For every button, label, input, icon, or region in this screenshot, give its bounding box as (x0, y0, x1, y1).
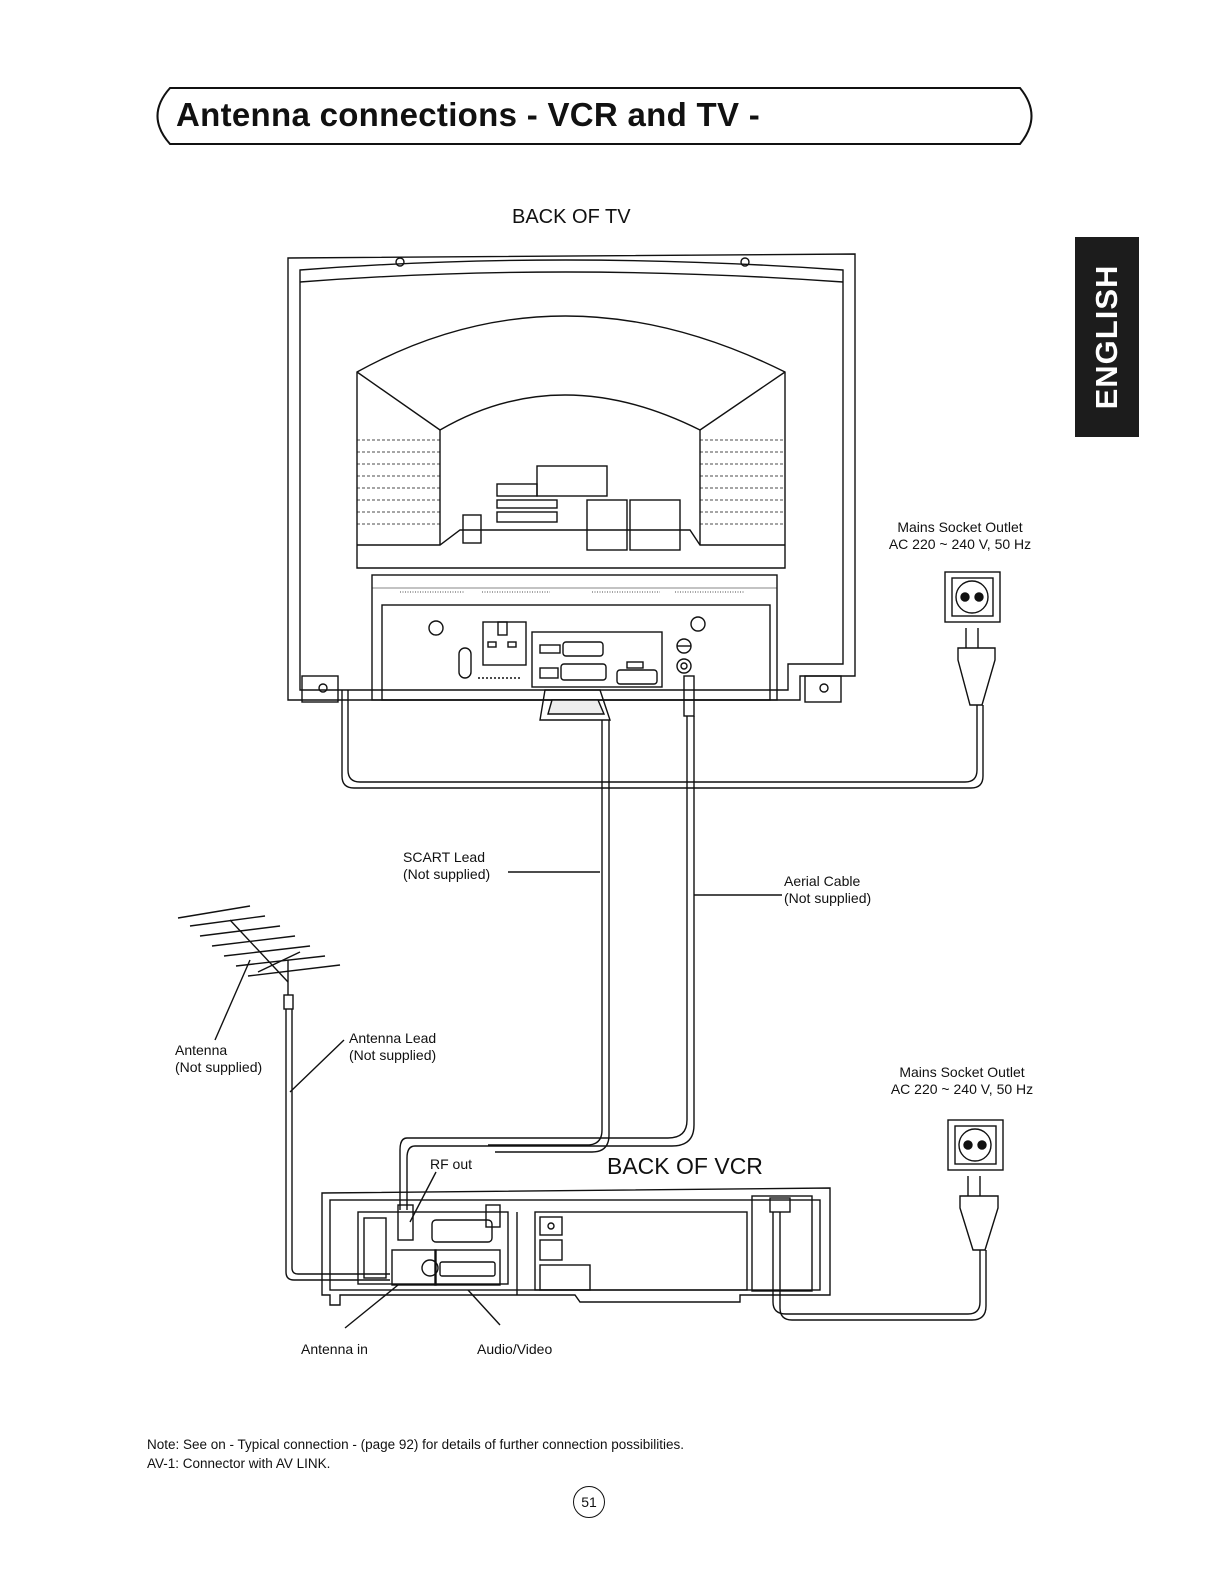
antenna-line2: (Not supplied) (175, 1059, 263, 1075)
scart-lead-line2: (Not supplied) (403, 866, 491, 882)
mains-socket-bottom (947, 1119, 1004, 1251)
antenna-lead-line2: (Not supplied) (349, 1047, 437, 1063)
mains-top-line2: AC 220 ~ 240 V, 50 Hz (888, 536, 1032, 552)
scart-lead-label: SCART Lead (Not supplied) (403, 849, 490, 883)
mains-top-label: Mains Socket Outlet AC 220 ~ 240 V, 50 H… (880, 519, 1040, 553)
antenna-lead-label: Antenna Lead (Not supplied) (349, 1030, 436, 1064)
antenna-in-label: Antenna in (301, 1341, 368, 1357)
antenna-line1: Antenna (175, 1042, 228, 1058)
aerial-cable-line1: Aerial Cable (784, 873, 861, 889)
page-title: Antenna connections - VCR and TV - (176, 96, 761, 133)
note-line-2: AV-1: Connector with AV LINK. (147, 1456, 331, 1471)
scart-lead-line1: SCART Lead (403, 849, 485, 865)
vcr-heading: BACK OF VCR (607, 1153, 763, 1179)
title-banner-frame (156, 87, 1033, 145)
mains-bottom-line2: AC 220 ~ 240 V, 50 Hz (890, 1081, 1034, 1097)
antenna-illustration (177, 905, 341, 1041)
mains-bottom-label: Mains Socket Outlet AC 220 ~ 240 V, 50 H… (882, 1064, 1042, 1098)
audio-video-label: Audio/Video (477, 1341, 553, 1357)
mains-top-line1: Mains Socket Outlet (897, 519, 1023, 535)
aerial-cable-label: Aerial Cable (Not supplied) (784, 873, 871, 907)
mains-bottom-line1: Mains Socket Outlet (899, 1064, 1025, 1080)
note-line-1: Note: See on - Typical connection - (pag… (147, 1437, 685, 1452)
antenna-lead-line1: Antenna Lead (349, 1030, 437, 1046)
vcr-back-illustration (321, 1187, 831, 1306)
rf-out-label: RF out (430, 1156, 473, 1172)
tv-back-illustration (287, 253, 856, 703)
page-number: 51 (573, 1486, 605, 1518)
mains-socket-top (944, 571, 1001, 706)
tv-heading: BACK OF TV (512, 206, 631, 228)
language-tab: ENGLISH (1075, 237, 1139, 437)
aerial-cable-line2: (Not supplied) (784, 890, 872, 906)
antenna-label: Antenna (Not supplied) (175, 1042, 262, 1076)
